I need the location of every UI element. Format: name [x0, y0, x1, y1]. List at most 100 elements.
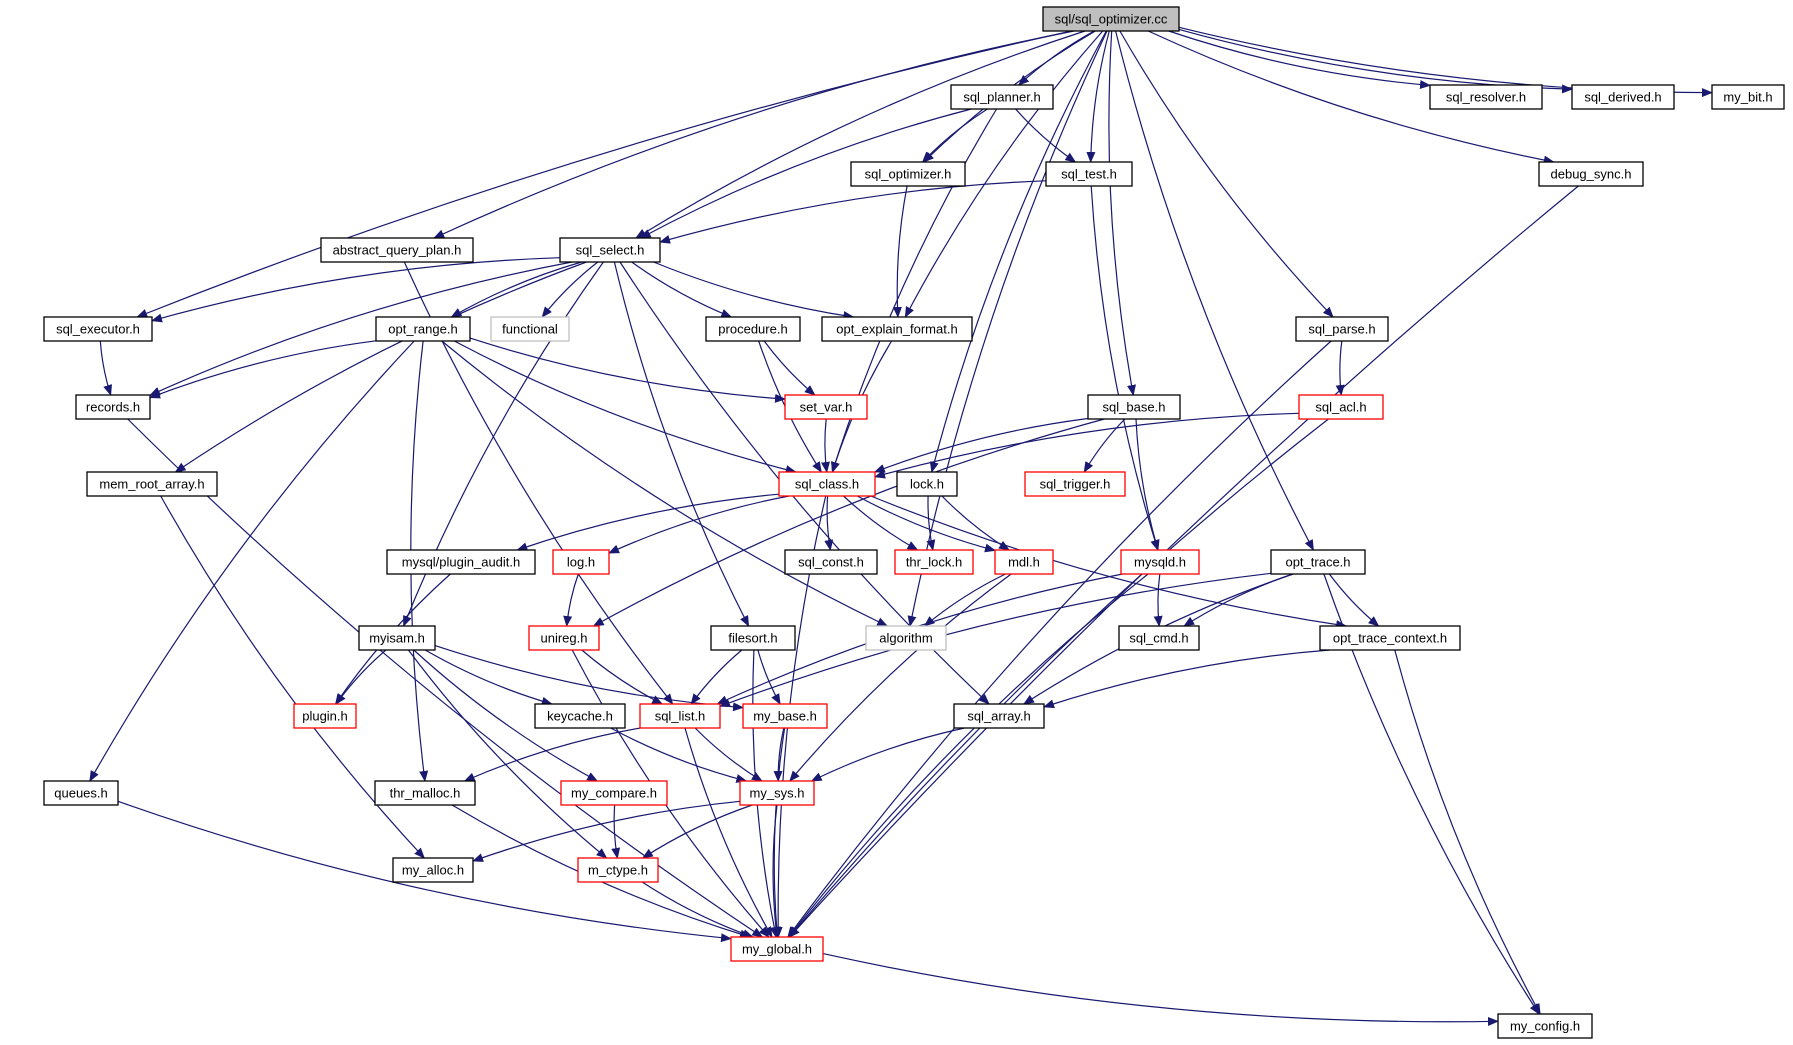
edge-sql_optimizer_cc-to-sql_derived_h [1178, 28, 1573, 94]
node-myisam-h[interactable]: myisam.h [358, 625, 436, 651]
node-label: debug_sync.h [1551, 167, 1632, 182]
node-plugin-h[interactable]: plugin.h [293, 703, 357, 729]
node-opt-range-h[interactable]: opt_range.h [375, 316, 471, 342]
node-sql-array-h[interactable]: sql_array.h [953, 703, 1045, 729]
edge-sql_select_h-to-procedure_h [631, 261, 733, 318]
edge-sql_optimizer_cc-to-algorithm [907, 30, 1108, 627]
edge-sql_parse_h-to-my_global_h [787, 340, 1332, 938]
node-box [559, 237, 661, 263]
edge-myisam_h-to-my_compare_h [413, 649, 599, 782]
node-sql-list-h[interactable]: sql_list.h [639, 703, 721, 729]
node-filesort-h[interactable]: filesort.h [710, 625, 796, 651]
edge-filesort_h-to-sql_list_h [690, 649, 743, 705]
node-sql-acl-h[interactable]: sql_acl.h [1298, 394, 1384, 420]
node-sql-optimizer-cc[interactable]: sql/sql_optimizer.cc [1042, 6, 1180, 32]
node-sql-resolver-h[interactable]: sql_resolver.h [1429, 84, 1543, 110]
node-sql-trigger-h[interactable]: sql_trigger.h [1024, 471, 1126, 497]
node-label: my_compare.h [571, 786, 657, 801]
edge-sql_class_h-to-sql_const_h [824, 495, 834, 551]
edge-sql_planner_h-to-sql_class_h [831, 108, 998, 473]
node-box [490, 316, 570, 342]
node-label: mysql/plugin_audit.h [402, 555, 521, 570]
node-my-base-h[interactable]: my_base.h [742, 703, 828, 729]
node-lock-h[interactable]: lock.h [896, 471, 958, 497]
node-sql-class-h[interactable]: sql_class.h [778, 471, 876, 497]
node-label: sql_trigger.h [1040, 477, 1111, 492]
edge-opt_range_h-to-set_var_h [469, 337, 786, 403]
node-my-alloc-h[interactable]: my_alloc.h [392, 857, 474, 883]
node-box [86, 471, 218, 497]
node-keycache-h[interactable]: keycache.h [534, 703, 626, 729]
edge-sql_planner_h-to-sql_test_h [1015, 108, 1077, 163]
node-box [1270, 549, 1366, 575]
node-log-h[interactable]: log.h [552, 549, 610, 575]
node-box [293, 703, 357, 729]
node-label: sql_optimizer.h [865, 167, 952, 182]
node-box [1295, 316, 1389, 342]
node-my-compare-h[interactable]: my_compare.h [560, 780, 668, 806]
edge-sql_select_h-to-functional [541, 261, 599, 318]
node-box [560, 780, 668, 806]
node-sql-const-h[interactable]: sql_const.h [784, 549, 878, 575]
node-box [705, 316, 801, 342]
node-sql-base-h[interactable]: sql_base.h [1087, 394, 1181, 420]
node-m-ctype-h[interactable]: m_ctype.h [577, 857, 659, 883]
node-box [953, 703, 1045, 729]
node-sql-test-h[interactable]: sql_test.h [1045, 161, 1133, 187]
node-label: my_config.h [1510, 1019, 1580, 1034]
node-sql-parse-h[interactable]: sql_parse.h [1295, 316, 1389, 342]
node-my-global-h[interactable]: my_global.h [730, 936, 824, 962]
node-box [1497, 1013, 1593, 1039]
node-label: sql/sql_optimizer.cc [1055, 12, 1168, 27]
edge-mysqld_h-to-sql_cmd_h [1153, 573, 1163, 627]
node-box [994, 549, 1054, 575]
edge-records_h-to-my_global_h [127, 418, 764, 938]
edge-queues_h-to-my_global_h [117, 800, 732, 943]
node-abstract-query-plan-h[interactable]: abstract_query_plan.h [320, 237, 474, 263]
node-sql-derived-h[interactable]: sql_derived.h [1571, 84, 1675, 110]
node-box [894, 549, 974, 575]
node-box [43, 780, 119, 806]
node-label: m_ctype.h [588, 863, 648, 878]
edge-mdl_h-to-my_sys_h [789, 573, 1012, 782]
node-sql-planner-h[interactable]: sql_planner.h [950, 84, 1054, 110]
node-debug-sync-h[interactable]: debug_sync.h [1538, 161, 1644, 187]
node-set-var-h[interactable]: set_var.h [784, 394, 868, 420]
node-queues-h[interactable]: queues.h [43, 780, 119, 806]
edge-sql_optimizer_cc-to-sql_executor_h [136, 30, 1072, 318]
node-sql-optimizer-h[interactable]: sql_optimizer.h [850, 161, 966, 187]
node-label: set_var.h [800, 400, 853, 415]
node-label: mem_root_array.h [99, 477, 204, 492]
node-sql-executor-h[interactable]: sql_executor.h [43, 316, 153, 342]
node-label: plugin.h [302, 709, 348, 724]
edge-set_var_h-to-sql_class_h [821, 418, 830, 473]
edge-opt_range_h-to-queues_h [89, 340, 415, 782]
node-functional: functional [490, 316, 570, 342]
node-my-sys-h[interactable]: my_sys.h [739, 780, 815, 806]
node-mem-root-array-h[interactable]: mem_root_array.h [86, 471, 218, 497]
edge-sql_list_h-to-thr_malloc_h [463, 727, 641, 782]
node-opt-trace-context-h[interactable]: opt_trace_context.h [1319, 625, 1461, 651]
edge-myisam_h-to-keycache_h [424, 649, 553, 706]
node-records-h[interactable]: records.h [75, 394, 151, 420]
node-opt-trace-h[interactable]: opt_trace.h [1270, 549, 1366, 575]
node-box [1045, 161, 1133, 187]
edge-sql_optimizer_cc-to-opt_explain_format_h [904, 30, 1104, 318]
node-my-bit-h[interactable]: my_bit.h [1711, 84, 1785, 110]
node-mysqld-h[interactable]: mysqld.h [1120, 549, 1200, 575]
edge-myisam_h-to-my_base_h [434, 645, 744, 712]
node-my-config-h[interactable]: my_config.h [1497, 1013, 1593, 1039]
node-sql-cmd-h[interactable]: sql_cmd.h [1118, 625, 1200, 651]
node-procedure-h[interactable]: procedure.h [705, 316, 801, 342]
node-mysql-plugin-audit-h[interactable]: mysql/plugin_audit.h [386, 549, 536, 575]
edge-sql_select_h-to-filesort_h [613, 261, 750, 627]
edge-opt_trace_h-to-opt_trace_context_h [1328, 573, 1380, 627]
edge-opt_range_h-to-sql_class_h [454, 340, 797, 474]
node-label: unireg.h [541, 631, 588, 646]
node-unireg-h[interactable]: unireg.h [528, 625, 600, 651]
node-thr-lock-h[interactable]: thr_lock.h [894, 549, 974, 575]
node-thr-malloc-h[interactable]: thr_malloc.h [374, 780, 476, 806]
node-opt-explain-format-h[interactable]: opt_explain_format.h [821, 316, 973, 342]
node-sql-select-h[interactable]: sql_select.h [559, 237, 661, 263]
node-mdl-h[interactable]: mdl.h [994, 549, 1054, 575]
